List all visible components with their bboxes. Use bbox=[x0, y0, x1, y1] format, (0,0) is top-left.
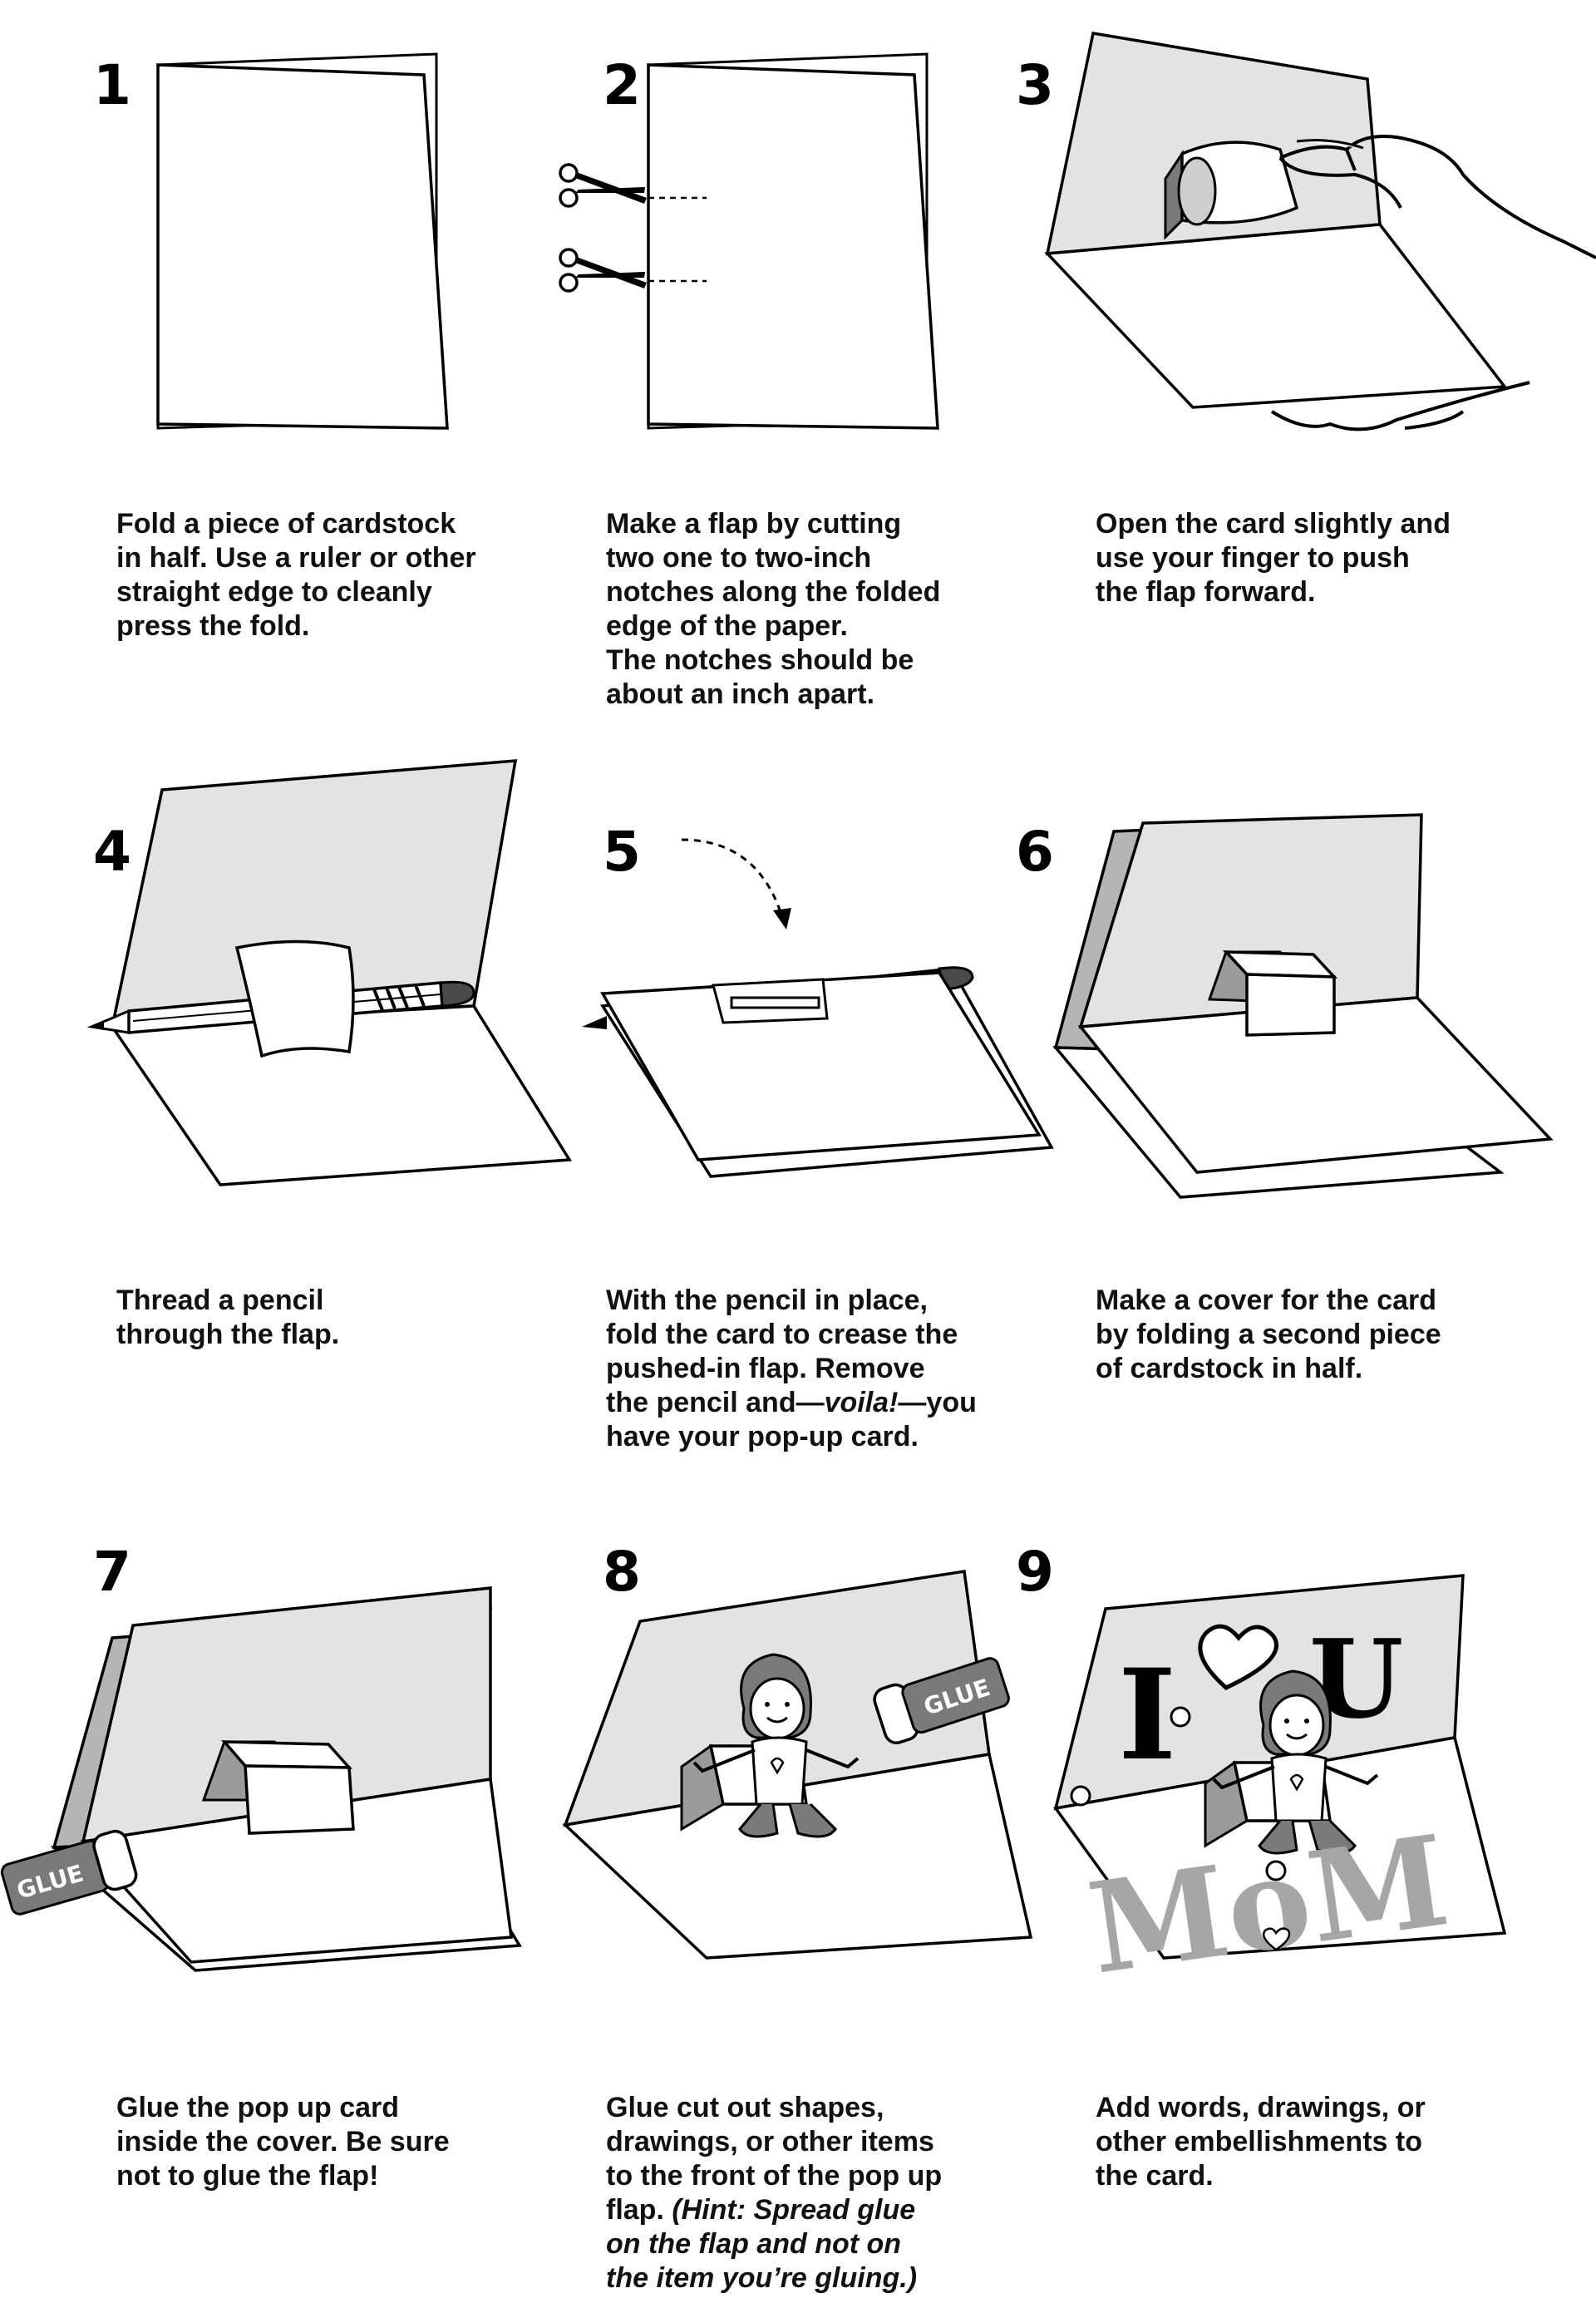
step-1-number: 1 bbox=[93, 58, 131, 113]
scissors-icon-upper bbox=[560, 165, 647, 206]
step-1-illustration bbox=[150, 50, 466, 441]
flap-slot bbox=[732, 998, 819, 1008]
step-7-caption: Glue the pop up card inside the cover. B… bbox=[116, 2091, 450, 2193]
smiley-icon-mom bbox=[1267, 1862, 1285, 1880]
folded-card-front bbox=[158, 65, 447, 428]
step-4-illustration bbox=[83, 757, 582, 1214]
step-2-caption: Make a flap by cutting two one to two-in… bbox=[606, 507, 940, 712]
step-9-caption: Add words, drawings, or other embellishm… bbox=[1096, 2091, 1426, 2193]
arrow-head bbox=[773, 908, 791, 930]
folded-card-front bbox=[648, 65, 938, 428]
step-4-caption: Thread a pencil through the flap. bbox=[116, 1284, 339, 1352]
step-8-illustration: GLUE bbox=[549, 1555, 1081, 1987]
step-8-caption: Glue cut out shapes, drawings, or other … bbox=[606, 2091, 942, 2296]
step-5-illustration bbox=[574, 823, 1072, 1189]
step-9-illustration: I U MoM bbox=[1039, 1571, 1571, 1987]
step-2-illustration bbox=[540, 50, 939, 441]
fold-direction-arrow bbox=[682, 840, 781, 915]
smiley-icon bbox=[1171, 1708, 1190, 1726]
step-5-caption-emphasis: voila! bbox=[825, 1387, 899, 1418]
scissors-icon-lower bbox=[560, 249, 647, 291]
step-6-illustration bbox=[1047, 806, 1563, 1222]
card-letter-i: I bbox=[1118, 1642, 1176, 1788]
step-5-caption: With the pencil in place, fold the card … bbox=[606, 1284, 977, 1454]
step-7-illustration: GLUE bbox=[0, 1580, 565, 2012]
step-1-caption: Fold a piece of cardstock in half. Use a… bbox=[116, 507, 476, 644]
step-3-illustration bbox=[1031, 33, 1596, 449]
card-base-panel bbox=[1047, 224, 1505, 407]
smiley-icon-small bbox=[1071, 1787, 1090, 1805]
step-3-caption: Open the card slightly and use your fing… bbox=[1096, 507, 1451, 609]
step-6-caption: Make a cover for the card by folding a s… bbox=[1096, 1284, 1441, 1386]
